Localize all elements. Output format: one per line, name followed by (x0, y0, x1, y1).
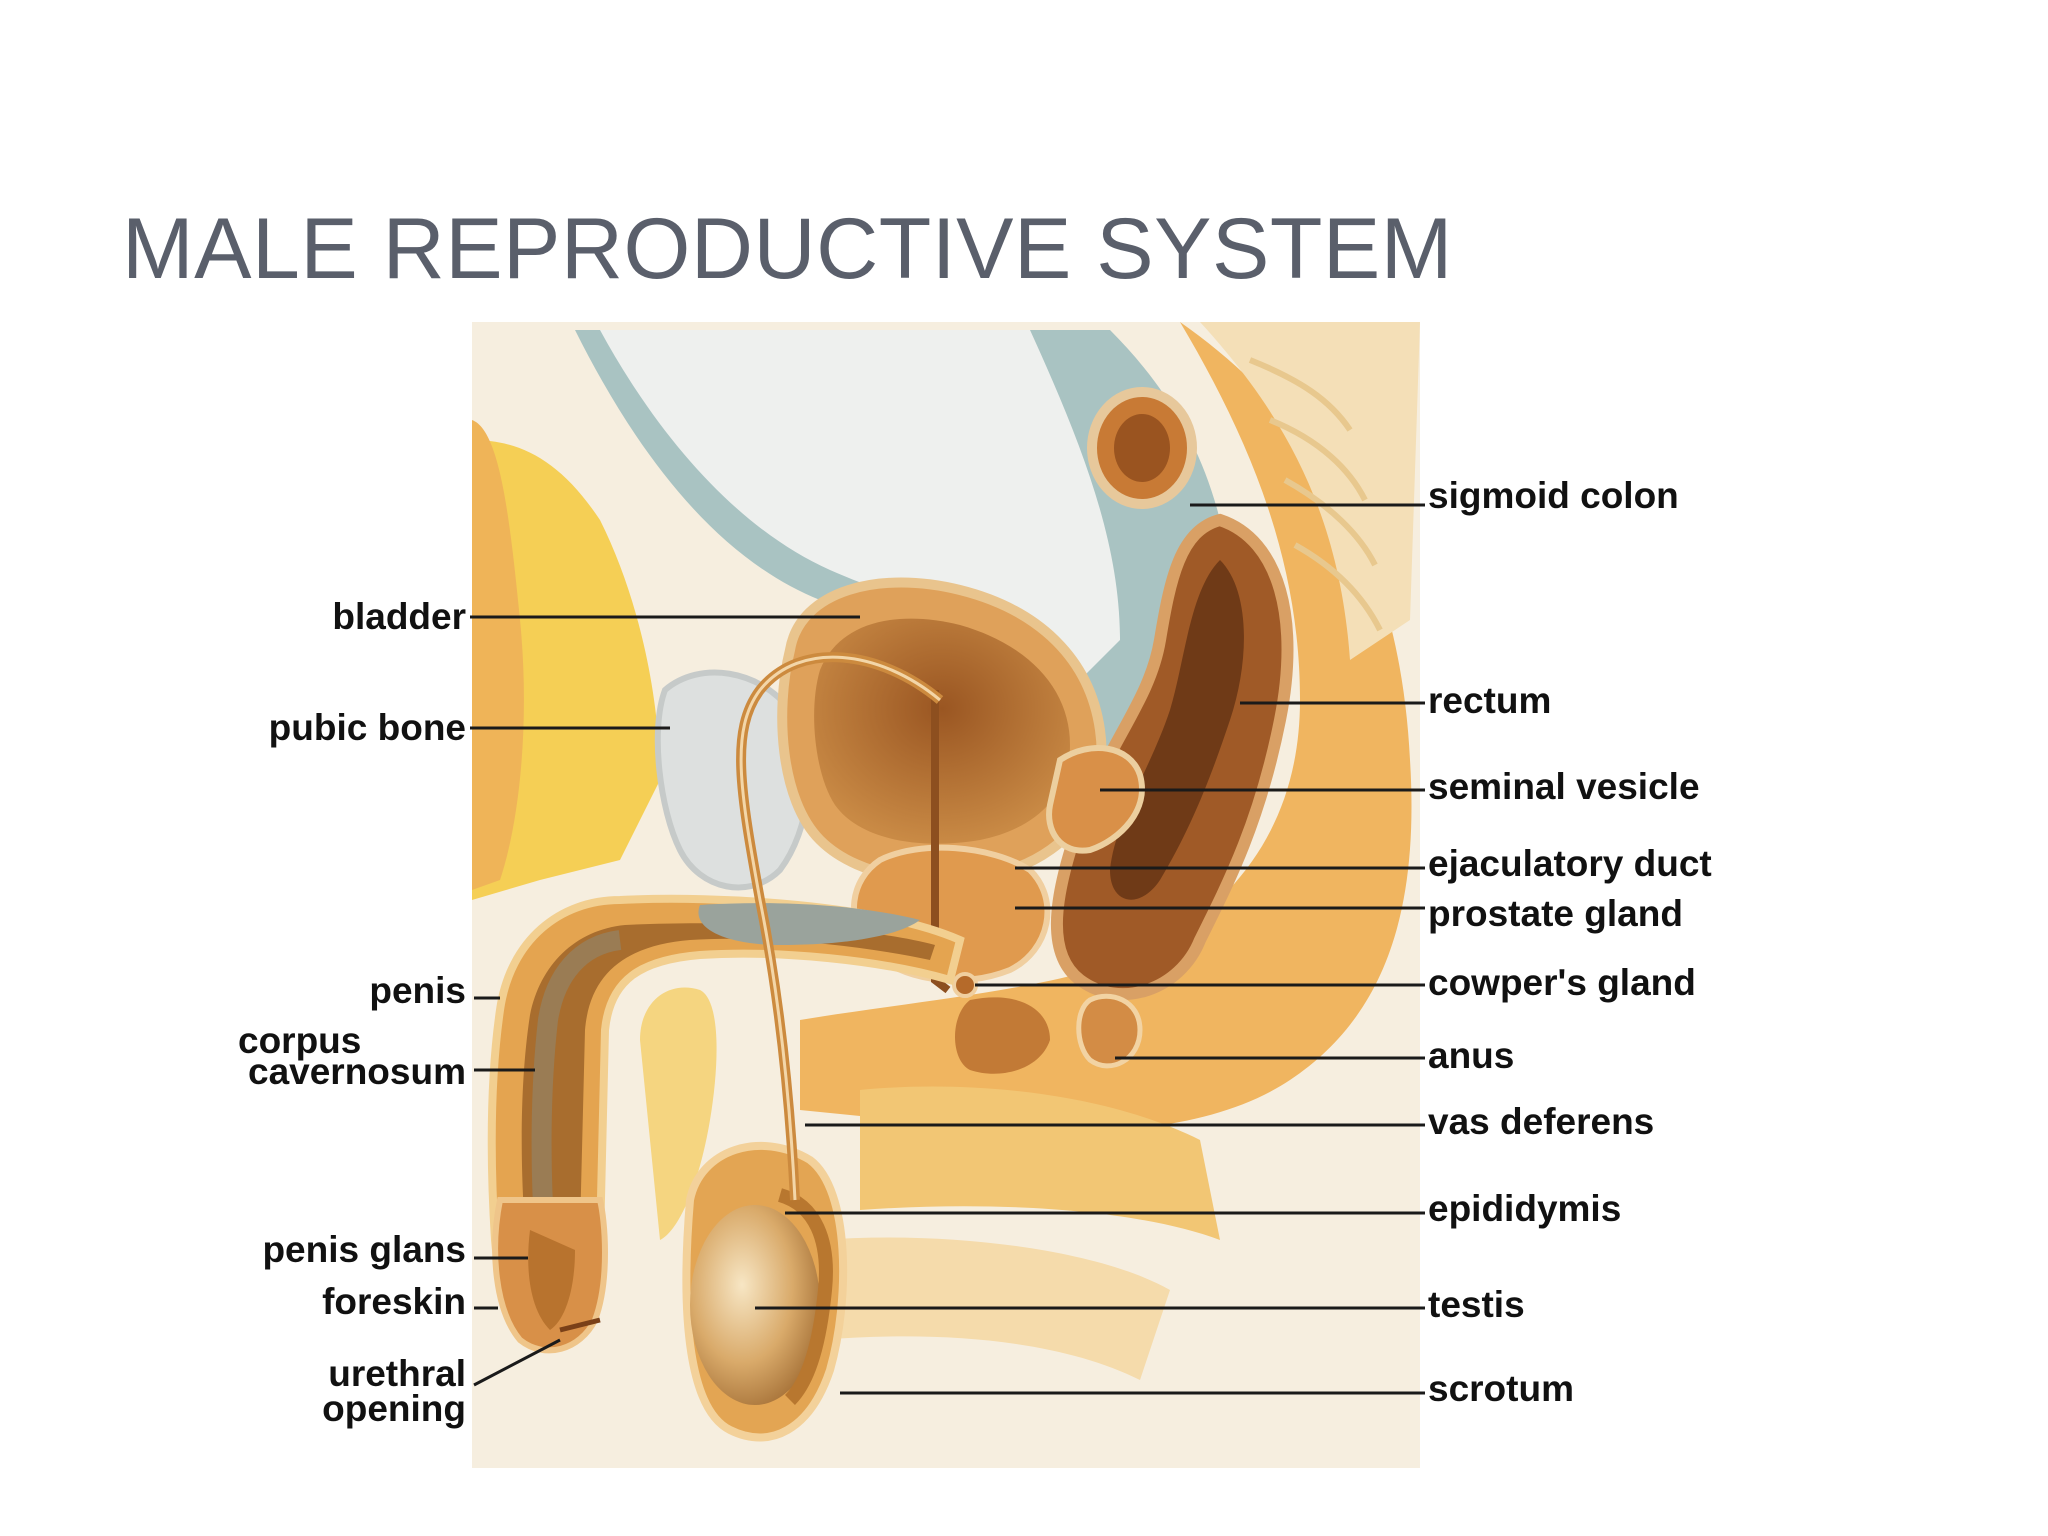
urethral-opening (559, 1317, 601, 1333)
label-penis-glans: penis glans (262, 1229, 466, 1270)
label-epididymis: epididymis (1428, 1188, 1621, 1229)
label-corpus-cavernosum-line1: corpus (238, 1020, 361, 1061)
vas-deferens-inner (739, 655, 941, 1201)
buttock-tissue (800, 322, 1412, 1132)
label-cowpers-gland: cowper's gland (1428, 962, 1696, 1003)
label-pubic-bone: pubic bone (269, 707, 466, 748)
label-corpus-cavernosum-line2: cavernosum (248, 1051, 466, 1092)
seminal-vesicle (1046, 745, 1145, 854)
label-ejaculatory-duct: ejaculatory duct (1428, 843, 1712, 884)
leader-urethral-opening (473, 1338, 561, 1387)
testis (690, 1205, 820, 1405)
label-scrotum: scrotum (1428, 1368, 1574, 1409)
thigh-tissue (640, 987, 717, 1240)
perineal-tissue (955, 997, 1050, 1074)
label-prostate-gland: prostate gland (1428, 893, 1683, 934)
epididymis (777, 1188, 833, 1405)
vertebrae (1248, 357, 1383, 632)
abdominal-skin (472, 420, 524, 890)
pubic-bone (654, 669, 812, 891)
anus (1076, 993, 1143, 1069)
slide-title: MALE REPRODUCTIVE SYSTEM (122, 201, 1453, 297)
label-testis: testis (1428, 1284, 1525, 1325)
bladder (777, 577, 1107, 885)
label-bladder: bladder (332, 596, 466, 637)
cowpers-gland (952, 972, 978, 998)
label-penis: penis (369, 970, 466, 1011)
label-rectum: rectum (1428, 680, 1551, 721)
label-sigmoid-colon: sigmoid colon (1428, 475, 1679, 516)
label-vas-deferens: vas deferens (1428, 1101, 1654, 1142)
label-urethral-opening-line2: opening (322, 1388, 466, 1429)
label-seminal-vesicle: seminal vesicle (1428, 766, 1700, 807)
sigmoid-colon (1087, 387, 1197, 509)
penis-glans (492, 1197, 608, 1354)
label-anus: anus (1428, 1035, 1514, 1076)
abdominal-viscera-space (600, 330, 1120, 680)
label-foreskin: foreskin (322, 1281, 466, 1322)
rectum-lumen (1110, 560, 1244, 900)
spine-tissue (1200, 322, 1420, 660)
label-urethral-opening-line1: urethral (328, 1353, 466, 1394)
